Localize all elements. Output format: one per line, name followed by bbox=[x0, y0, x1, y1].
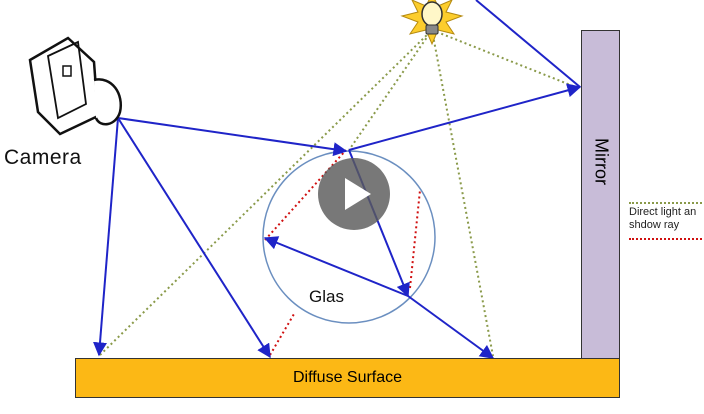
diffuse-surface: Diffuse Surface bbox=[75, 358, 620, 398]
legend-shadow-line bbox=[629, 238, 704, 240]
mirror-label: Mirror bbox=[591, 138, 611, 185]
direct-light-rays bbox=[99, 29, 574, 357]
play-button[interactable] bbox=[318, 158, 390, 230]
camera-icon bbox=[28, 36, 123, 136]
legend-direct-line bbox=[629, 202, 704, 204]
mirror: Mirror bbox=[581, 30, 620, 360]
camera-label: Camera bbox=[4, 146, 82, 169]
light-bulb-icon bbox=[400, 0, 464, 46]
legend-direct-label: Direct light an bbox=[629, 206, 697, 218]
play-icon bbox=[345, 178, 371, 210]
legend-shadow-label: shdow ray bbox=[629, 219, 680, 231]
legend: Direct light an shdow ray bbox=[629, 200, 704, 240]
diffuse-surface-label: Diffuse Surface bbox=[292, 369, 403, 386]
glass-label: Glas bbox=[309, 287, 344, 306]
